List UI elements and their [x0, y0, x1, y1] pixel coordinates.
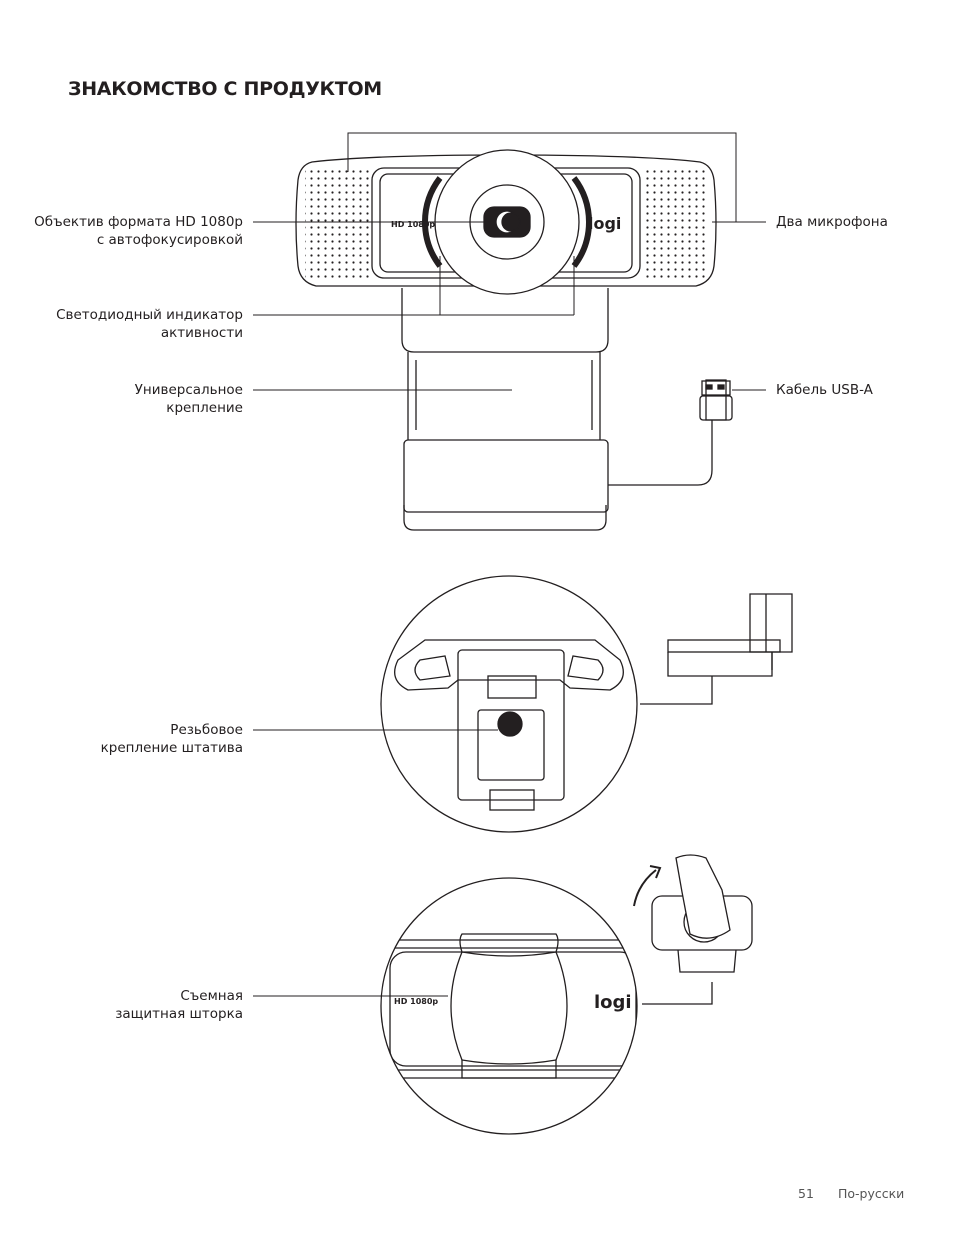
privacy-shutter-drawing: [253, 854, 753, 1135]
hd-badge-front: HD 1080p: [391, 220, 435, 229]
usb-callout-label: Кабель USB-A: [776, 382, 873, 398]
page-number: 51: [798, 1186, 814, 1201]
hd-badge-shutter: HD 1080p: [394, 997, 438, 1006]
mics-callout-label: Два микрофона: [776, 214, 888, 230]
brand-logo-shutter: logi: [594, 992, 632, 1013]
webcam-front-drawing: [253, 132, 766, 531]
page-title: ЗНАКОМСТВО С ПРОДУКТОМ: [68, 78, 382, 100]
tripod-mount-drawing: [253, 575, 793, 833]
brand-logo-front: logi: [588, 214, 621, 233]
language-label: По-русски: [838, 1186, 905, 1201]
